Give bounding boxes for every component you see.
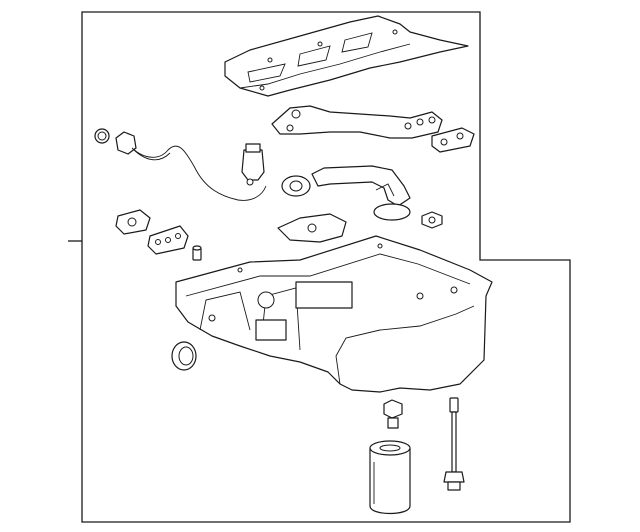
sensor-harness <box>241 143 265 186</box>
nut <box>421 211 443 229</box>
drain-plug <box>383 399 403 429</box>
windage-tray <box>224 15 469 97</box>
oil-pump-bracket <box>271 105 443 139</box>
oil-level-sensor <box>115 131 267 201</box>
oil-pickup-tube <box>281 165 411 221</box>
diagram-frame <box>81 11 571 523</box>
seal <box>171 341 197 371</box>
oil-pan <box>175 235 493 393</box>
gasket-left <box>115 209 151 235</box>
bolt <box>443 397 465 491</box>
oil-filter <box>369 440 411 515</box>
dowel-pin <box>192 245 202 261</box>
gasket-right <box>431 127 475 153</box>
gasket-plate <box>147 225 189 255</box>
cover-plate <box>277 213 347 243</box>
